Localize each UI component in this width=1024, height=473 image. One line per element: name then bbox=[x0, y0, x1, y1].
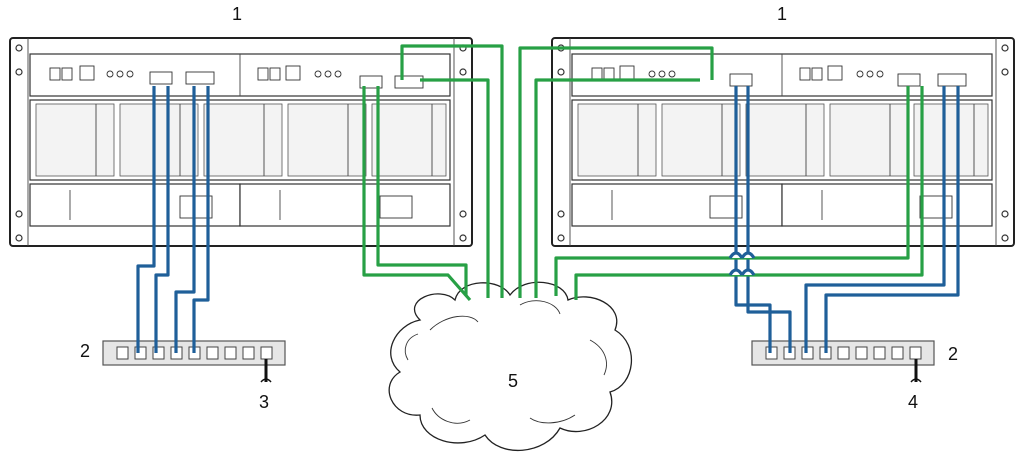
fan-modules-right bbox=[577, 103, 989, 177]
uplink-cable-left bbox=[260, 359, 272, 383]
blue-cable-right-3 bbox=[804, 86, 946, 353]
green-cable-left-2 bbox=[376, 86, 468, 296]
controller-ports-left-a bbox=[49, 65, 215, 85]
blue-cable-right-4 bbox=[824, 86, 960, 353]
callout-switch-left: 2 bbox=[80, 341, 90, 361]
green-cable-left-4 bbox=[420, 78, 490, 298]
green-cable-left-1 bbox=[362, 86, 472, 302]
storage-enclosure-left bbox=[9, 37, 473, 247]
blue-cable-left-2 bbox=[154, 86, 170, 353]
callout-storage-right: 1 bbox=[777, 4, 787, 24]
blue-cables-left bbox=[136, 86, 210, 353]
callout-cable-left: 3 bbox=[259, 392, 269, 412]
blue-cable-left-1 bbox=[136, 86, 156, 353]
cable-crossover-humps bbox=[728, 251, 756, 276]
uplink-cable-right bbox=[910, 359, 922, 383]
ethernet-switch-right bbox=[751, 340, 935, 366]
green-cable-left-3 bbox=[400, 44, 504, 298]
power-supplies-right bbox=[571, 183, 993, 227]
blue-cable-right-1 bbox=[734, 86, 772, 353]
blue-cable-right-2 bbox=[746, 86, 792, 353]
green-cable-right-2 bbox=[534, 78, 700, 298]
callout-network-cloud: 5 bbox=[508, 371, 518, 391]
blue-cable-left-4 bbox=[192, 86, 210, 353]
blue-cables-right bbox=[734, 86, 960, 353]
callout-cable-right: 4 bbox=[908, 392, 918, 412]
green-cable-right-1 bbox=[518, 46, 714, 298]
fan-modules-left bbox=[35, 103, 447, 177]
callout-storage-left: 1 bbox=[232, 4, 242, 24]
callout-switch-right: 2 bbox=[948, 344, 958, 364]
controller-ports-right-a bbox=[591, 65, 753, 87]
network-cloud bbox=[388, 281, 632, 452]
controller-ports-right-b bbox=[799, 65, 967, 87]
blue-cable-left-3 bbox=[174, 86, 196, 353]
green-cables-left bbox=[362, 44, 504, 302]
power-supplies-left bbox=[29, 183, 451, 227]
